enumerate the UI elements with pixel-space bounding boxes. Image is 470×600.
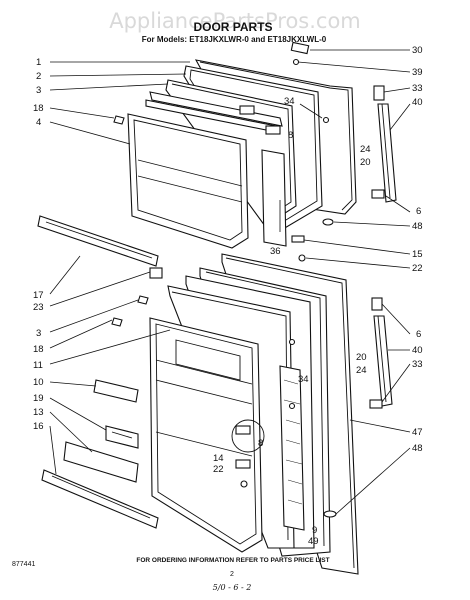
- callout-40: 40: [412, 97, 423, 108]
- callout-24: 24: [360, 144, 371, 155]
- callout-3: 3: [36, 85, 41, 96]
- callout-8: 8: [288, 130, 293, 141]
- callout-18b: 18: [33, 344, 44, 355]
- callout-20: 20: [360, 157, 371, 168]
- door-bin-19: [105, 425, 139, 449]
- ordering-note: FOR ORDERING INFORMATION REFER TO PARTS …: [136, 557, 329, 564]
- callout-15: 15: [412, 249, 423, 260]
- callout-labels: 1 2 3 18 4 17 23 3 18 11 10 19 13 16 30 …: [33, 45, 423, 547]
- callout-2: 2: [36, 71, 41, 82]
- callout-19: 19: [33, 393, 44, 404]
- callout-34: 34: [284, 96, 295, 107]
- callout-17: 17: [33, 290, 44, 301]
- callout-10: 10: [33, 377, 44, 388]
- callout-4: 4: [36, 117, 41, 128]
- page-number: 2: [230, 571, 234, 578]
- callout-13: 13: [33, 407, 44, 418]
- callout-40b: 40: [412, 345, 423, 356]
- callout-36: 36: [270, 246, 281, 257]
- handwritten-note: 5/0 - 6 - 2: [213, 583, 252, 592]
- callout-24b: 24: [356, 365, 367, 376]
- callout-1: 1: [36, 57, 41, 68]
- watermark: AppliancePartsPros.com: [109, 9, 361, 33]
- callout-3b: 3: [36, 328, 41, 339]
- callout-11: 11: [33, 360, 43, 371]
- callout-33: 33: [412, 83, 423, 94]
- callout-49: 49: [308, 536, 319, 547]
- callout-23: 23: [33, 302, 44, 313]
- handle-clip-23: [149, 267, 163, 279]
- door-bin-10: [93, 379, 139, 403]
- callout-47: 47: [412, 427, 423, 438]
- callout-22: 22: [412, 263, 423, 274]
- callout-34b: 34: [298, 374, 309, 385]
- door-shelf-13: [63, 441, 139, 483]
- diagram-code: 877441: [12, 561, 35, 568]
- callout-30: 30: [412, 45, 423, 56]
- freezer-door-assembly: [113, 41, 397, 262]
- callout-48: 48: [412, 221, 423, 232]
- callout-8b: 8: [258, 438, 263, 449]
- trim-strip-17: [37, 215, 159, 267]
- callout-20b: 20: [356, 352, 367, 363]
- callout-6b: 6: [416, 329, 421, 340]
- leader-lines: [49, 49, 411, 515]
- diagram-title: DOOR PARTS: [193, 20, 272, 34]
- callout-48b: 48: [412, 443, 423, 454]
- callout-16: 16: [33, 421, 44, 432]
- callout-6: 6: [416, 206, 421, 217]
- callout-39: 39: [412, 67, 423, 78]
- hinge-cover: [373, 85, 385, 101]
- callout-18: 18: [33, 103, 44, 114]
- callout-9: 9: [312, 525, 317, 536]
- callout-14: 14: [213, 453, 224, 464]
- diagram-subtitle: For Models: ET18JKXLWR-0 and ET18JKXLWL-…: [142, 35, 327, 44]
- callout-33b: 33: [412, 359, 423, 370]
- fresh-food-door-assembly: [41, 253, 393, 575]
- callout-22b: 22: [213, 464, 224, 475]
